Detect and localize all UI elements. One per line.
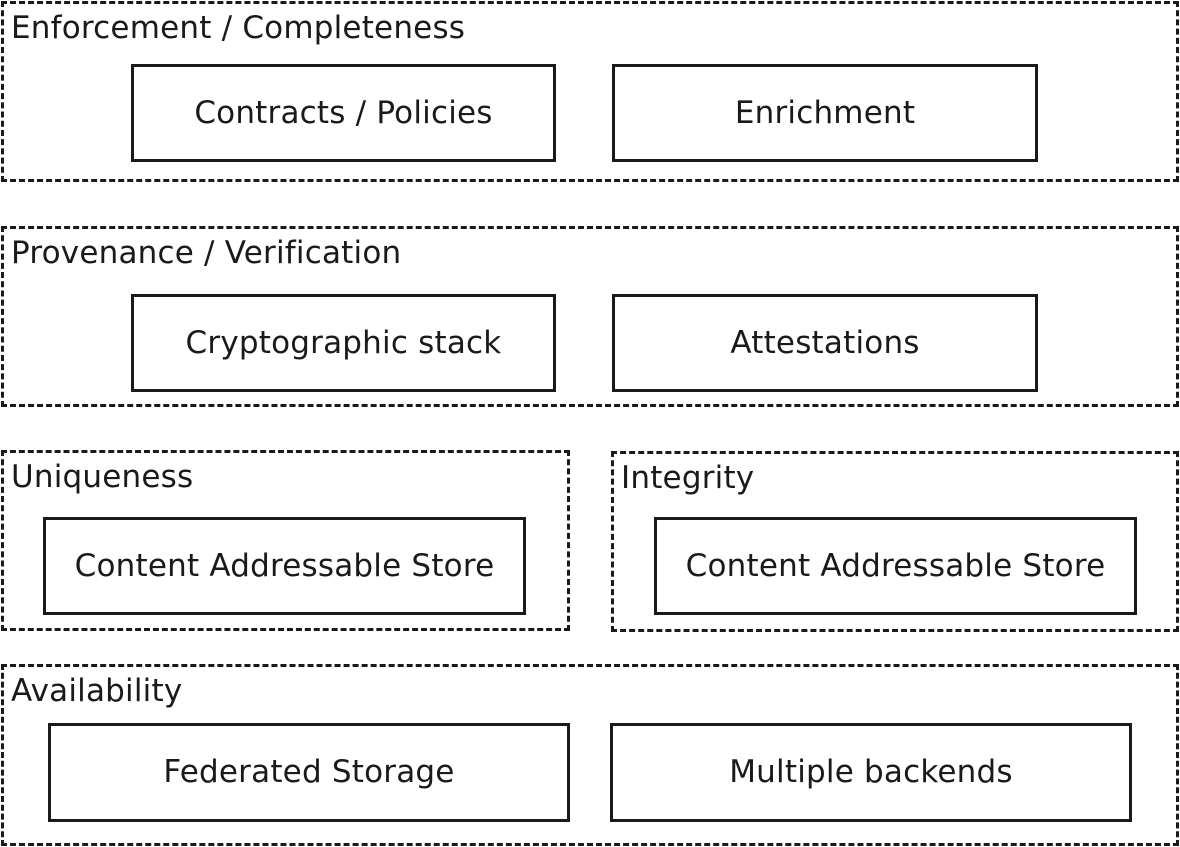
group-label: Enforcement / Completeness	[11, 10, 466, 46]
box-label: Federated Storage	[163, 754, 455, 790]
box-multiple-backends: Multiple backends	[610, 723, 1132, 822]
box-content-addressable-store-uniqueness: Content Addressable Store	[43, 517, 526, 615]
box-content-addressable-store-integrity: Content Addressable Store	[654, 517, 1137, 615]
box-federated-storage: Federated Storage	[48, 723, 570, 822]
box-enrichment: Enrichment	[612, 64, 1038, 162]
group-label: Uniqueness	[11, 459, 194, 495]
box-label: Cryptographic stack	[185, 324, 502, 361]
group-uniqueness: Uniqueness	[1, 450, 570, 631]
box-label: Content Addressable Store	[685, 547, 1106, 584]
group-label: Availability	[11, 673, 183, 709]
box-label: Content Addressable Store	[74, 547, 495, 584]
group-label: Provenance / Verification	[11, 235, 402, 271]
box-cryptographic-stack: Cryptographic stack	[131, 294, 556, 392]
box-label: Contracts / Policies	[194, 94, 493, 131]
group-availability: Availability	[1, 664, 1179, 846]
box-label: Multiple backends	[729, 754, 1013, 790]
box-attestations: Attestations	[612, 294, 1038, 392]
box-contracts-policies: Contracts / Policies	[131, 64, 556, 162]
group-integrity: Integrity	[611, 451, 1179, 632]
box-label: Attestations	[730, 324, 920, 361]
group-provenance-verification: Provenance / Verification	[1, 226, 1179, 407]
group-label: Integrity	[621, 460, 755, 496]
box-label: Enrichment	[734, 94, 916, 131]
group-enforcement-completeness: Enforcement / Completeness	[1, 1, 1179, 182]
